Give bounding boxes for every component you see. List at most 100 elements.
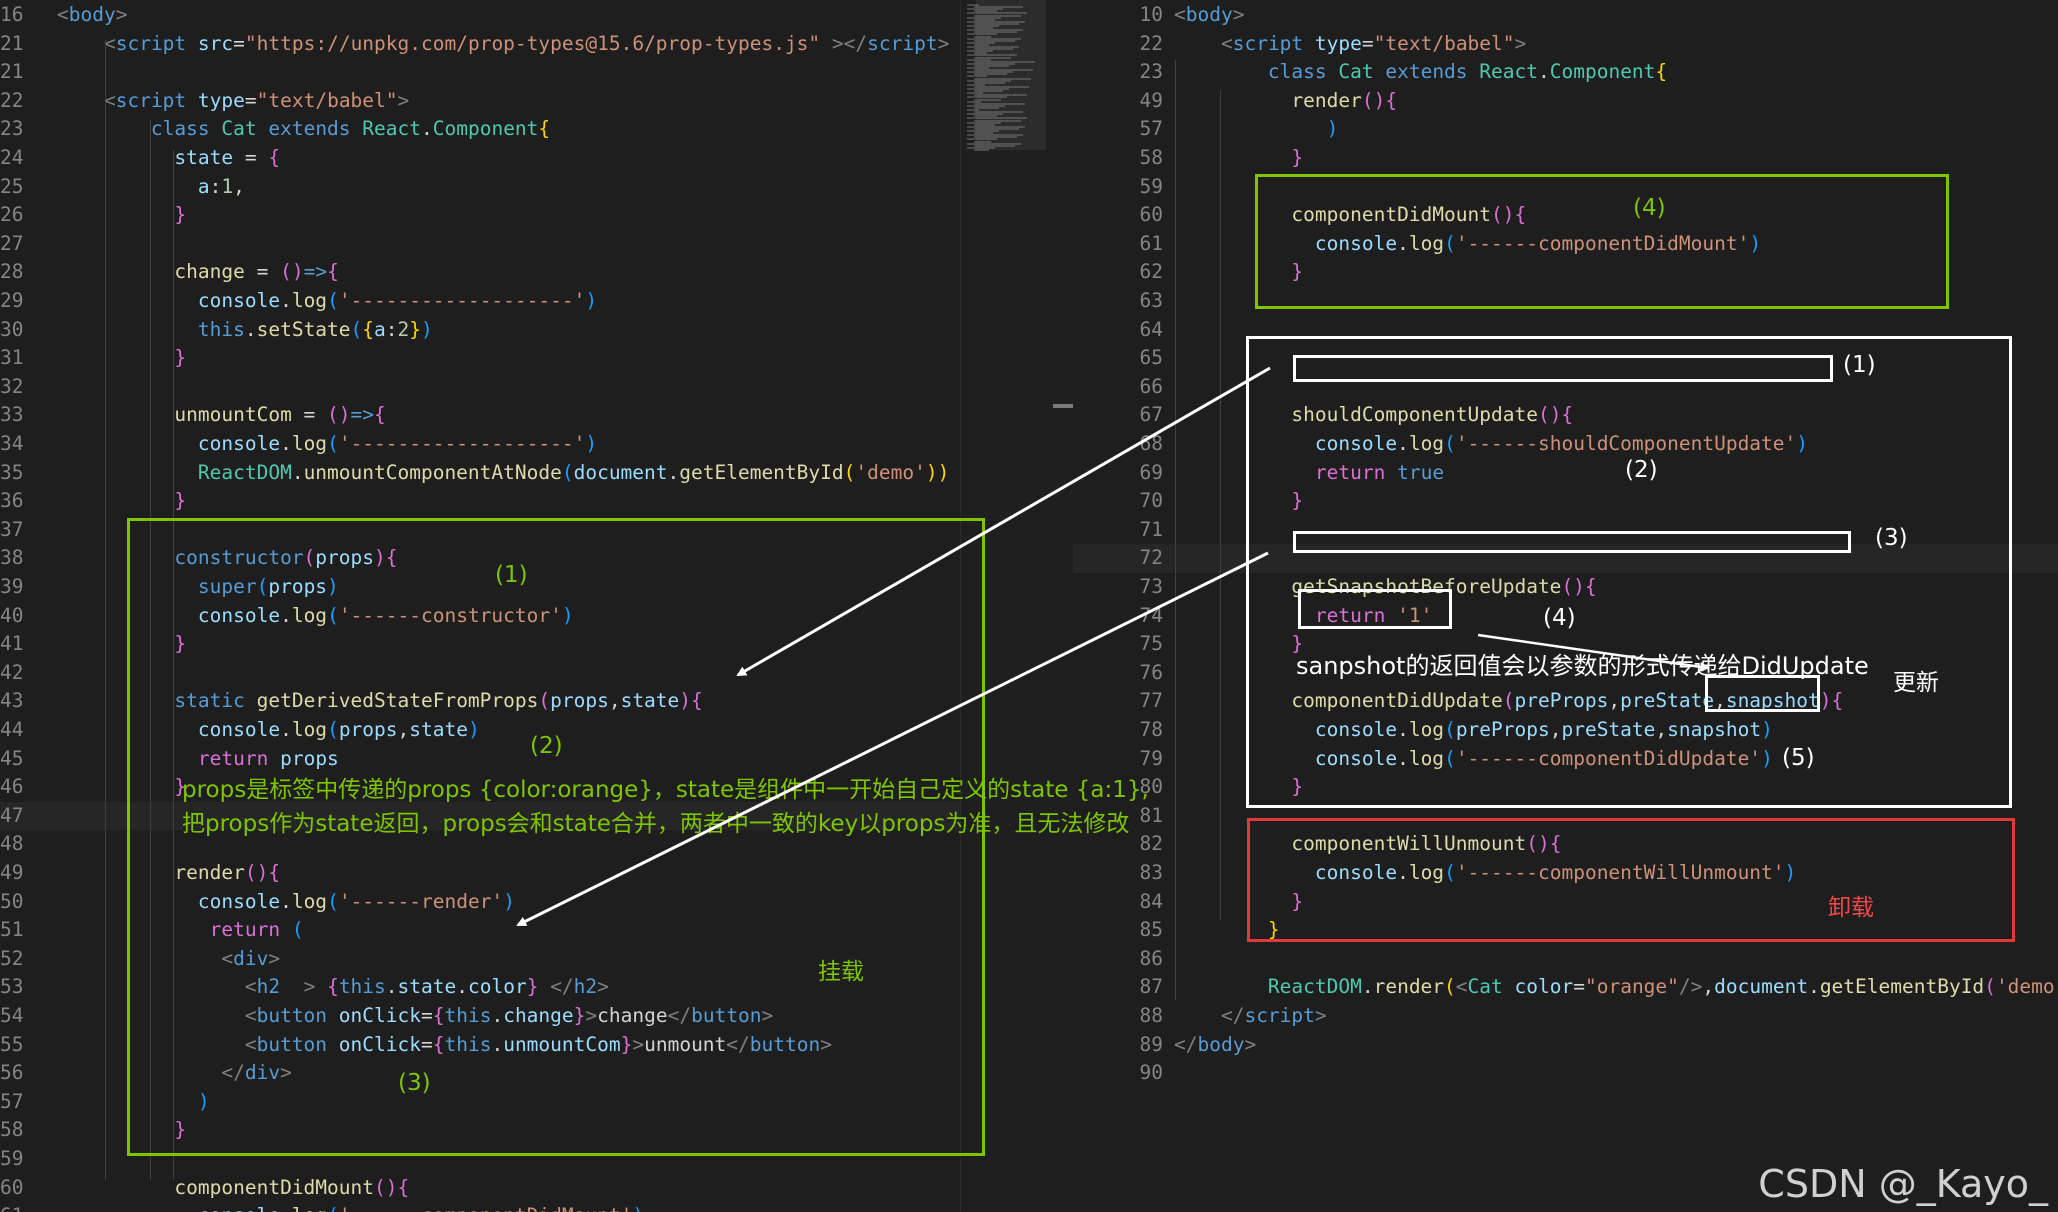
code-line[interactable]: 78 console.log(preProps,preState,snapsho… — [1073, 716, 2058, 745]
code-line[interactable]: 21 — [0, 58, 960, 87]
code-line[interactable]: 22 <script type="text/babel"> — [0, 87, 960, 116]
code-line[interactable]: 61 console.log('------componentDidMount'… — [1073, 230, 2058, 259]
code-token: > — [937, 31, 950, 55]
code-line[interactable]: 34 console.log('-------------------') — [0, 430, 960, 459]
code-line[interactable]: 27 — [0, 230, 960, 259]
code-token: } — [409, 317, 422, 341]
code-line[interactable]: 59 — [0, 1145, 960, 1174]
code-line[interactable]: 45 return props — [0, 745, 960, 774]
minimap-line — [974, 81, 1005, 84]
code-line[interactable]: 28 change = ()=>{ — [0, 258, 960, 287]
code-line[interactable]: 79 console.log('------componentDidUpdate… — [1073, 745, 2058, 774]
code-text: ) — [1174, 115, 1339, 144]
code-line[interactable]: 88 </script> — [1073, 1002, 2058, 1031]
indent-guide — [1220, 90, 1221, 920]
code-text: a:1, — [57, 173, 245, 202]
code-line[interactable]: 30 this.setState({a:2}) — [0, 316, 960, 345]
code-line[interactable]: 68 console.log('------shouldComponentUpd… — [1073, 430, 2058, 459]
code-line[interactable]: 87 ReactDOM.render(<Cat color="orange"/>… — [1073, 973, 2058, 1002]
scrollbar-thumb[interactable] — [1053, 404, 1073, 408]
code-token: button — [691, 1004, 762, 1027]
minimap-line — [974, 31, 1017, 34]
code-line[interactable]: 46 } — [0, 773, 960, 802]
code-line[interactable]: 49 render(){ — [1073, 87, 2058, 116]
code-line[interactable]: 49 render(){ — [0, 859, 960, 888]
code-line[interactable]: 26 } — [0, 201, 960, 230]
code-line[interactable]: 58 } — [0, 1116, 960, 1145]
code-token: ( — [327, 289, 339, 312]
code-token: true — [1397, 460, 1445, 484]
code-token: > — [585, 1004, 598, 1027]
code-line[interactable]: 51 return ( — [0, 916, 960, 945]
code-token: extends — [1385, 60, 1468, 84]
code-line[interactable]: 21 <script src="https://unpkg.com/prop-t… — [0, 30, 960, 59]
code-line[interactable]: 53 <h2 > {this.state.color} </h2> — [0, 973, 960, 1002]
code-token: unmount — [644, 1032, 727, 1056]
code-token: script — [867, 31, 938, 55]
line-number: 44 — [0, 718, 24, 741]
code-token: state — [409, 718, 468, 741]
code-token: , — [1702, 975, 1715, 999]
code-line[interactable]: 39 super(props) — [0, 573, 960, 602]
code-text: class Cat extends React.Component{ — [1174, 58, 1667, 87]
code-line[interactable]: 65 — [1073, 344, 2058, 373]
code-token: return — [209, 918, 281, 942]
code-line[interactable]: 22 <script type="text/babel"> — [1073, 30, 2058, 59]
code-line[interactable]: 57 ) — [1073, 115, 2058, 144]
code-line[interactable]: 57 ) — [0, 1088, 960, 1117]
code-line[interactable]: 31 } — [0, 344, 960, 373]
code-line[interactable]: 35 ReactDOM.unmountComponentAtNode(docum… — [0, 459, 960, 488]
code-line[interactable]: 86 — [1073, 945, 2058, 974]
code-line[interactable]: 44 console.log(props,state) — [0, 716, 960, 745]
code-line[interactable]: 36 } — [0, 487, 960, 516]
code-line[interactable]: 16<body> — [0, 1, 960, 30]
code-line[interactable]: 61 console.log('------componentDidMount'… — [0, 1202, 960, 1212]
code-text: <button onClick={this.unmountCom}>unmoun… — [57, 1031, 832, 1060]
line-number: 43 — [0, 689, 24, 713]
minimap-line — [967, 125, 1025, 128]
code-token: ( — [1444, 432, 1456, 455]
code-text: render(){ — [1174, 87, 1397, 116]
code-line[interactable]: 24 state = { — [0, 144, 960, 173]
line-number: 30 — [0, 317, 24, 341]
code-token: < — [244, 975, 257, 999]
code-line[interactable]: 37 — [0, 516, 960, 545]
code-line[interactable]: 56 </div> — [0, 1059, 960, 1088]
code-token: '1' — [1397, 603, 1433, 627]
code-text: unmountCom = ()=>{ — [57, 401, 385, 430]
code-line[interactable]: 52 <div> — [0, 945, 960, 974]
code-line[interactable]: 60 componentDidMount(){ — [1073, 201, 2058, 230]
code-token: return — [1314, 460, 1386, 484]
code-line[interactable]: 33 unmountCom = ()=>{ — [0, 401, 960, 430]
code-line[interactable]: 38 constructor(props){ — [0, 544, 960, 573]
minimap-slider[interactable] — [976, 0, 1046, 150]
code-line[interactable]: 50 console.log('------render') — [0, 888, 960, 917]
code-line[interactable]: 89</body> — [1073, 1031, 2058, 1060]
code-token: ( — [327, 432, 339, 455]
code-token: log — [1408, 746, 1445, 770]
code-token: h2 — [573, 975, 598, 999]
code-line[interactable]: 23 class Cat extends React.Component{ — [1073, 58, 2058, 87]
code-line[interactable]: 64 — [1073, 316, 2058, 345]
code-line[interactable]: 10<body> — [1073, 1, 2058, 30]
code-line[interactable]: 54 <button onClick={this.change}>change<… — [0, 1002, 960, 1031]
code-token: console — [197, 289, 281, 312]
code-line[interactable]: 58 } — [1073, 144, 2058, 173]
code-token: document — [1714, 975, 1809, 999]
code-line[interactable]: 48 — [0, 830, 960, 859]
minimap-line — [967, 12, 1027, 15]
line-number: 90 — [1139, 1061, 1163, 1085]
code-line[interactable]: 59 — [1073, 173, 2058, 202]
code-token: console — [197, 718, 281, 741]
code-line[interactable]: 41 } — [0, 630, 960, 659]
code-line[interactable]: 32 — [0, 373, 960, 402]
code-line[interactable]: 90 — [1073, 1059, 2058, 1088]
code-line[interactable]: 42 — [0, 659, 960, 688]
code-line[interactable]: 63 — [1073, 287, 2058, 316]
code-line[interactable]: 25 a:1, — [0, 173, 960, 202]
code-line[interactable]: 23 class Cat extends React.Component{ — [0, 115, 960, 144]
code-line[interactable]: 29 console.log('-------------------') — [0, 287, 960, 316]
code-line[interactable]: 60 componentDidMount(){ — [0, 1174, 960, 1203]
code-line[interactable]: 62 } — [1073, 258, 2058, 287]
code-line[interactable]: 55 <button onClick={this.unmountCom}>unm… — [0, 1031, 960, 1060]
